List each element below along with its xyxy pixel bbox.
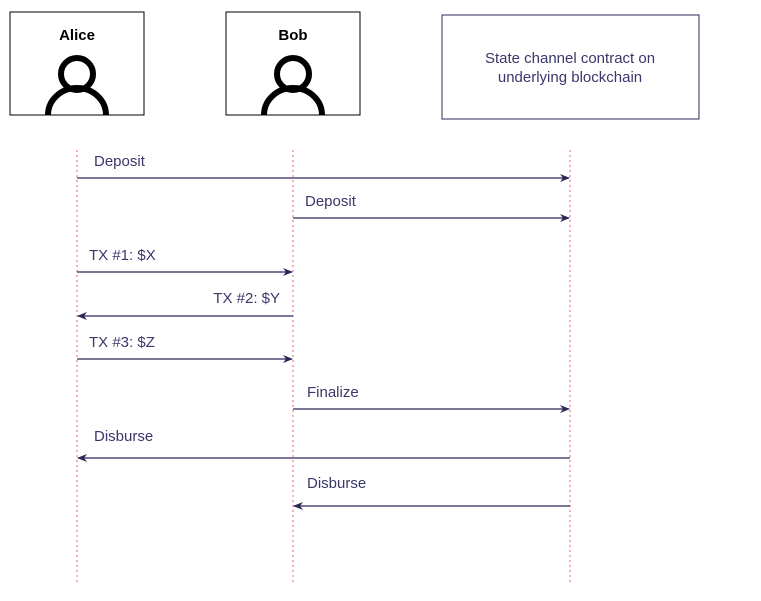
message-tx1: TX #1: $X [77, 247, 293, 276]
message-label: Deposit [94, 153, 146, 170]
participant-bob[interactable]: Bob [225, 11, 361, 116]
participant-bob-name: Bob [278, 27, 307, 44]
message-label: TX #2: $Y [213, 290, 280, 307]
person-icon [261, 55, 325, 116]
message-deposit-bob: Deposit [293, 193, 570, 222]
message-label: Finalize [307, 384, 359, 401]
message-tx2: TX #2: $Y [77, 290, 293, 320]
message-tx3: TX #3: $Z [77, 334, 293, 363]
message-finalize: Finalize [293, 384, 570, 413]
message-disburse-bob: Disburse [293, 475, 570, 510]
message-label: Deposit [305, 193, 357, 210]
participant-alice-box [9, 11, 145, 116]
participant-alice[interactable]: Alice [9, 11, 145, 116]
message-label: Disburse [94, 428, 153, 445]
participant-contract[interactable]: State channel contract on underlying blo… [441, 14, 700, 120]
message-label: TX #1: $X [89, 247, 156, 264]
participant-contract-box [441, 14, 700, 120]
person-icon [45, 55, 109, 116]
message-label: TX #3: $Z [89, 334, 155, 351]
message-label: Disburse [307, 475, 366, 492]
participant-bob-box [225, 11, 361, 116]
participant-alice-name: Alice [59, 27, 95, 44]
participant-contract-label-line2: underlying blockchain [498, 69, 642, 86]
message-deposit-alice: Deposit [77, 153, 570, 182]
participant-contract-label-line1: State channel contract on [485, 50, 655, 67]
message-disburse-alice: Disburse [77, 428, 570, 462]
